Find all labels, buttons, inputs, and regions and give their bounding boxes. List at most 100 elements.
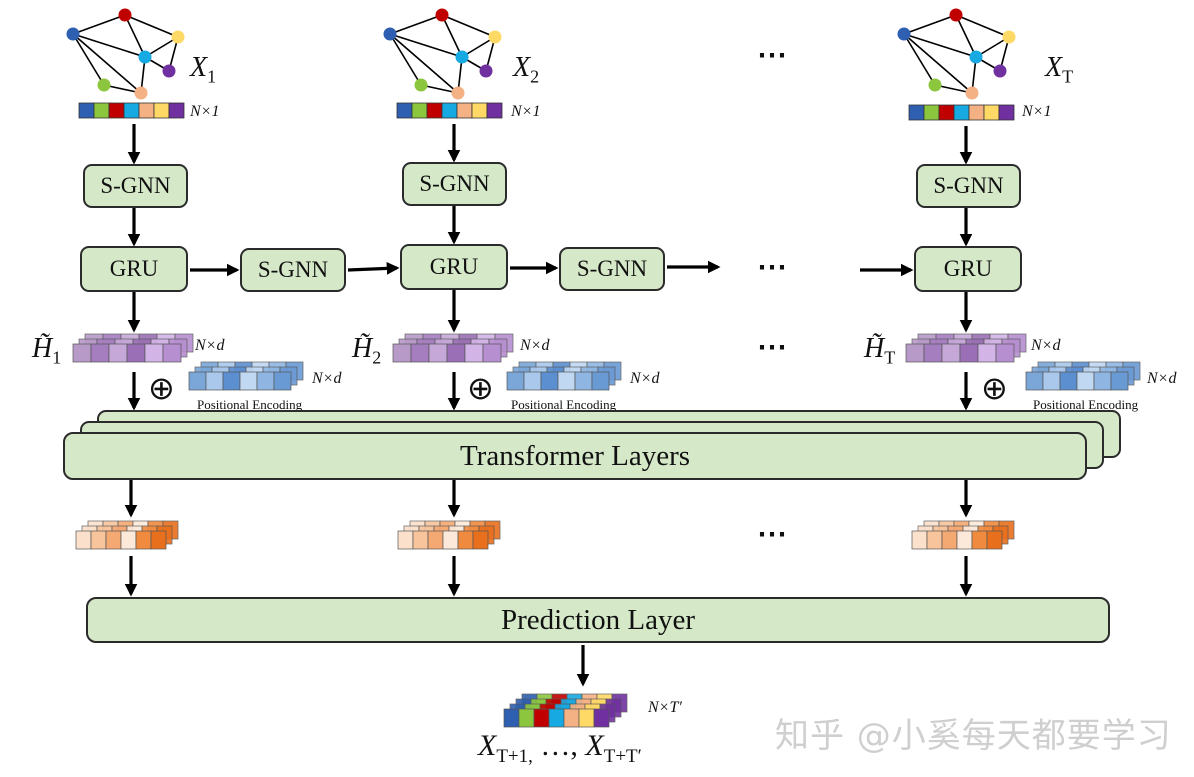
hidden-tensor-T-cell bbox=[905, 343, 925, 363]
output-tensor-1-cell bbox=[135, 530, 152, 550]
input-strip-1-cell bbox=[123, 102, 140, 119]
output-tensor-2-cell bbox=[427, 530, 444, 550]
pe-tensor-1-cell bbox=[205, 371, 224, 391]
pe-tensor-T-cell bbox=[1093, 371, 1112, 391]
input-strip-1-cell bbox=[93, 102, 110, 119]
graph-edge bbox=[72, 33, 146, 58]
hidden-tensor-1-cell bbox=[144, 343, 164, 363]
hidden-tensor-1-cell bbox=[162, 343, 182, 363]
graph-edge bbox=[903, 33, 936, 86]
hidden-tensor-2-cell bbox=[464, 343, 484, 363]
add-operator-2: ⊕ bbox=[467, 370, 494, 406]
graph-node bbox=[435, 8, 449, 22]
graph-node bbox=[451, 86, 465, 100]
output-tensor-1-cell bbox=[150, 530, 167, 550]
pe-tensor-T-cell bbox=[1076, 371, 1095, 391]
output-tensor-T-cell bbox=[911, 530, 928, 550]
input-strip-T-cell bbox=[923, 104, 940, 121]
input-strip-2-cell bbox=[411, 102, 428, 119]
graph-node bbox=[965, 86, 979, 100]
prediction-tensor-cell bbox=[533, 708, 550, 728]
hidden-tensor-T-cell bbox=[977, 343, 997, 363]
graph-node bbox=[171, 30, 185, 44]
graph-edge bbox=[903, 33, 973, 94]
hidden-tensor-1-cell bbox=[72, 343, 92, 363]
hidden-tensor-T-cell bbox=[959, 343, 979, 363]
graph-node bbox=[897, 27, 911, 41]
output-tensor-T-cell bbox=[986, 530, 1003, 550]
pe-tensor-1-cell bbox=[239, 371, 258, 391]
input-strip-2-cell bbox=[396, 102, 413, 119]
pe-tensor-2-cell bbox=[557, 371, 576, 391]
graph-edge bbox=[955, 14, 1010, 38]
input-strip-1-cell bbox=[138, 102, 155, 119]
input-strip-1-cell bbox=[108, 102, 125, 119]
graph-edge bbox=[72, 33, 105, 86]
input-dim-T: N×1 bbox=[1022, 103, 1052, 120]
prediction-tensor-cell bbox=[518, 708, 535, 728]
graph-node bbox=[488, 30, 502, 44]
graph-edge bbox=[72, 33, 142, 94]
input-label-T: XT bbox=[1045, 52, 1074, 87]
graph-node bbox=[138, 50, 152, 64]
watermark: 知乎 @小奚每天都要学习 bbox=[775, 716, 1172, 756]
hidden-tensor-T-cell bbox=[995, 343, 1015, 363]
pe-tensor-1-cell bbox=[256, 371, 275, 391]
output-tensor-T-cell bbox=[926, 530, 943, 550]
graph-edge bbox=[441, 14, 463, 58]
input-strip-1-cell bbox=[153, 102, 170, 119]
graph-node bbox=[118, 8, 132, 22]
input-strip-T-cell bbox=[968, 104, 985, 121]
graph-edge bbox=[389, 33, 459, 94]
graph-node bbox=[1002, 30, 1016, 44]
graph-edge bbox=[903, 33, 977, 58]
input-strip-T-cell bbox=[938, 104, 955, 121]
gru-box-1: GRU bbox=[80, 246, 188, 292]
graph-node bbox=[97, 78, 111, 92]
sgnn-box-2: S-GNN bbox=[402, 162, 507, 206]
hidden-tensor-1-cell bbox=[126, 343, 146, 363]
input-strip-1-cell bbox=[168, 102, 185, 119]
pe-tensor-T-cell bbox=[1059, 371, 1078, 391]
prediction-tensor-cell bbox=[593, 708, 610, 728]
output-tensor-2-cell bbox=[457, 530, 474, 550]
hidden-tensor-2-cell bbox=[428, 343, 448, 363]
hidden-label-2: H̃2 bbox=[352, 333, 382, 368]
hidden-tensor-T-cell bbox=[923, 343, 943, 363]
pe-tensor-T-cell bbox=[1042, 371, 1061, 391]
positional-encoding-label-T: Positional Encoding bbox=[1033, 397, 1139, 412]
graph-node bbox=[949, 8, 963, 22]
add-operator-1: ⊕ bbox=[148, 370, 175, 406]
input-strip-2-cell bbox=[486, 102, 503, 119]
graph-edge bbox=[389, 14, 443, 35]
graph-node bbox=[134, 86, 148, 100]
output-tensor-2-cell bbox=[412, 530, 429, 550]
pe-tensor-1-cell bbox=[188, 371, 207, 391]
sgnn-box-between-2-3: S-GNN bbox=[559, 247, 665, 291]
pe-tensor-1-cell bbox=[222, 371, 241, 391]
input-strip-T-cell bbox=[908, 104, 925, 121]
ellipsis-output-row: ⋯ bbox=[757, 518, 789, 551]
pe-tensor-2-cell bbox=[540, 371, 559, 391]
output-tensor-T-cell bbox=[971, 530, 988, 550]
graph-icon-2 bbox=[383, 8, 502, 100]
prediction-layer-box: Prediction Layer bbox=[86, 597, 1110, 643]
hidden-tensor-1-cell bbox=[108, 343, 128, 363]
graph-edge bbox=[389, 33, 422, 86]
add-operator-T: ⊕ bbox=[981, 370, 1008, 406]
hidden-tensor-2-cell bbox=[446, 343, 466, 363]
prediction-tensor-cell bbox=[503, 708, 520, 728]
hidden-dim-2: N×d bbox=[520, 337, 550, 354]
input-label-1: X1 bbox=[190, 52, 217, 87]
output-tensor-2-cell bbox=[472, 530, 489, 550]
output-tensor-1-cell bbox=[120, 530, 137, 550]
output-tensor-T-cell bbox=[956, 530, 973, 550]
graph-node bbox=[928, 78, 942, 92]
pe-tensor-2-cell bbox=[591, 371, 610, 391]
graph-icon-T bbox=[897, 8, 1016, 100]
transformer-layers-box: Transformer Layers bbox=[63, 432, 1087, 480]
pe-tensor-2-cell bbox=[506, 371, 525, 391]
graph-node bbox=[479, 64, 493, 78]
